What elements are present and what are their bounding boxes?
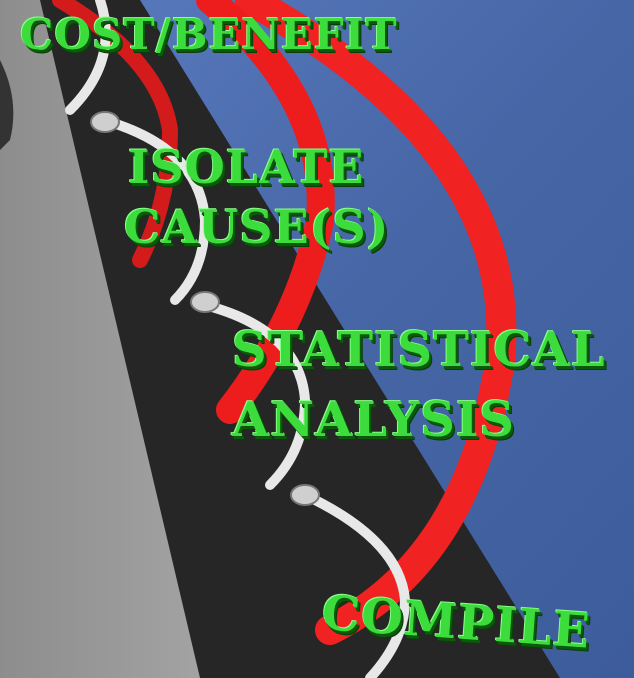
pipe-chain [65,0,411,678]
step-statistical-line1: STATISTICAL [232,322,606,378]
step-isolate-line1: ISOLATE [128,140,365,194]
edge-shadow [0,60,14,150]
red-arc-small [196,0,335,424]
red-arc-large [235,0,517,645]
step-statistical-line2: ANALYSIS [232,392,516,448]
step-isolate-line2: CAUSE(S) [124,200,390,254]
step-cost-benefit: COST/BENEFIT [20,10,398,59]
pipe-nozzles [90,111,320,506]
